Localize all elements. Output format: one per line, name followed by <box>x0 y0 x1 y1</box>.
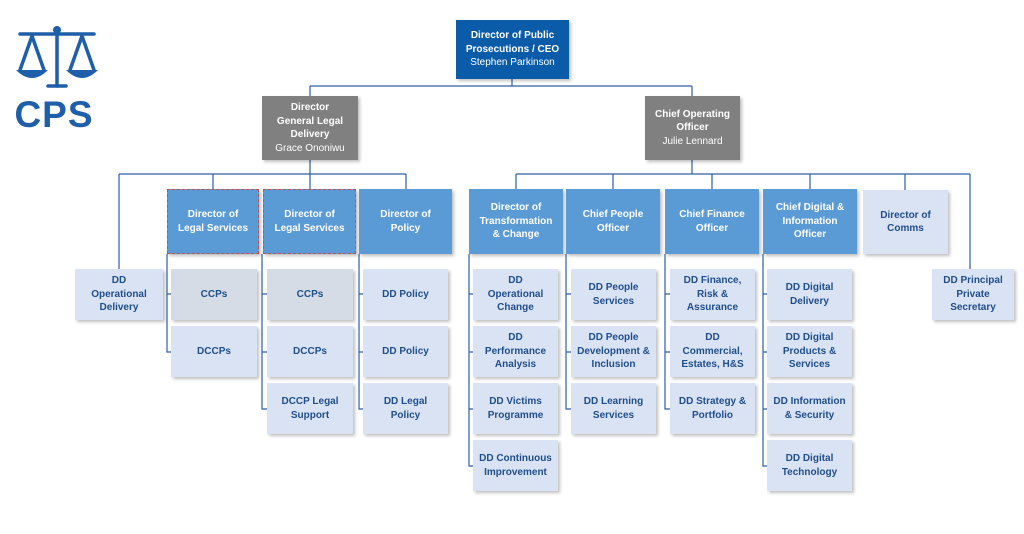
cdio-dd-digital-technology-label: DD Digital Technology <box>781 453 838 478</box>
dls2-dccp-legal-support-label: DCCP Legal Support <box>281 396 339 421</box>
director-comms-title: Director of Comms <box>880 209 931 235</box>
dls2-dd-dccps: DCCPs <box>267 326 353 377</box>
chief-finance-officer-box: Chief Finance Officer <box>665 189 759 254</box>
ceo-name: Stephen Parkinson <box>470 57 555 69</box>
director-comms-box: Director of Comms <box>863 190 948 254</box>
policy-dd-policy-1: DD Policy <box>363 269 448 320</box>
dls1-dd-ccps-label: CCPs <box>200 288 228 300</box>
director-legal-services-2-title: Director of Legal Services <box>274 209 345 234</box>
connector-coo <box>515 160 971 269</box>
connector-dls1 <box>166 254 171 353</box>
coo-box: Chief Operating Officer Julie Lennard <box>645 96 740 160</box>
dg-legal-title: Director General Legal Delivery <box>276 102 344 140</box>
chief-people-officer-title: Chief People Officer <box>582 209 644 234</box>
tc-dd-victims-programme-label: DD Victims Programme <box>487 396 544 421</box>
cpo-dd-people-development-label: DD People Development & Inclusion <box>577 332 650 371</box>
director-legal-services-1-box: Director of Legal Services <box>167 189 259 254</box>
dg-legal-delivery-box: Director General Legal Delivery Grace On… <box>262 96 358 160</box>
connector-ceo <box>309 79 693 96</box>
cdio-dd-information-security-label: DD Information & Security <box>773 396 846 421</box>
dd-operational-delivery-box: DD Operational Delivery <box>75 269 163 320</box>
dls2-dccp-legal-support: DCCP Legal Support <box>267 383 353 434</box>
connector-finance <box>664 254 670 410</box>
cdio-dd-digital-products: DD Digital Products & Services <box>767 326 852 377</box>
dls1-dd-dccps: DCCPs <box>171 326 257 377</box>
cpo-dd-people-services: DD People Services <box>571 269 656 320</box>
cfo-dd-commercial-estates: DD Commercial, Estates, H&S <box>670 326 755 377</box>
chief-digital-officer-title: Chief Digital & Information Officer <box>775 202 845 241</box>
chief-finance-officer-title: Chief Finance Officer <box>679 209 745 234</box>
dls2-dd-ccps-label: CCPs <box>296 288 324 300</box>
ceo-title: Director of Public Prosecutions / CEO <box>465 30 560 55</box>
dls2-dd-ccps: CCPs <box>267 269 353 320</box>
cpo-dd-learning-services: DD Learning Services <box>571 383 656 434</box>
cpo-dd-people-services-label: DD People Services <box>588 282 639 307</box>
connector-dls2 <box>261 254 267 410</box>
dd-principal-private-secretary-label: DD Principal Private Secretary <box>943 275 1003 314</box>
connector-dg-legal <box>118 160 407 269</box>
director-legal-services-1-title: Director of Legal Services <box>177 209 249 234</box>
ceo-box: Director of Public Prosecutions / CEO St… <box>456 20 569 79</box>
connector-digital <box>762 254 767 467</box>
dls1-dd-ccps: CCPs <box>171 269 257 320</box>
tc-dd-continuous-improvement: DD Continuous Improvement <box>473 440 558 491</box>
connector-transformation <box>468 254 473 467</box>
chief-digital-officer-box: Chief Digital & Information Officer <box>763 189 857 254</box>
tc-dd-performance-analysis-label: DD Performance Analysis <box>484 332 547 371</box>
cdio-dd-digital-delivery-label: DD Digital Delivery <box>785 282 834 307</box>
tc-dd-victims-programme: DD Victims Programme <box>473 383 558 434</box>
cdio-dd-digital-delivery: DD Digital Delivery <box>767 269 852 320</box>
connector-people <box>565 254 571 410</box>
cdio-dd-digital-technology: DD Digital Technology <box>767 440 852 491</box>
policy-dd-legal-policy: DD Legal Policy <box>363 383 448 434</box>
cfo-dd-strategy-portfolio-label: DD Strategy & Portfolio <box>678 396 747 421</box>
policy-dd-legal-policy-label: DD Legal Policy <box>383 396 428 421</box>
scales-of-justice-icon <box>16 26 98 88</box>
tc-dd-performance-analysis: DD Performance Analysis <box>473 326 558 377</box>
cpo-dd-learning-services-label: DD Learning Services <box>583 396 644 421</box>
coo-name: Julie Lennard <box>662 135 723 147</box>
tc-dd-operational-change: DD Operational Change <box>473 269 558 320</box>
director-transformation-title: Director of Transformation & Change <box>479 202 553 241</box>
cfo-dd-finance-risk-label: DD Finance, Risk & Assurance <box>683 275 742 314</box>
director-legal-services-2-box: Director of Legal Services <box>263 189 356 254</box>
coo-title: Chief Operating Officer <box>654 108 730 134</box>
policy-dd-policy-2: DD Policy <box>363 326 448 377</box>
dd-operational-delivery-label: DD Operational Delivery <box>91 275 147 314</box>
director-policy-box: Director of Policy <box>359 189 452 254</box>
cfo-dd-commercial-estates-label: DD Commercial, Estates, H&S <box>681 332 744 371</box>
chief-people-officer-box: Chief People Officer <box>566 189 660 254</box>
cdio-dd-digital-products-label: DD Digital Products & Services <box>782 332 837 371</box>
director-policy-title: Director of Policy <box>380 209 431 234</box>
tc-dd-operational-change-label: DD Operational Change <box>487 275 544 314</box>
connector-policy <box>358 254 363 410</box>
cpo-dd-people-development: DD People Development & Inclusion <box>571 326 656 377</box>
cfo-dd-strategy-portfolio: DD Strategy & Portfolio <box>670 383 755 434</box>
cdio-dd-information-security: DD Information & Security <box>767 383 852 434</box>
dls2-dd-dccps-label: DCCPs <box>293 345 327 357</box>
cfo-dd-finance-risk: DD Finance, Risk & Assurance <box>670 269 755 320</box>
tc-dd-continuous-improvement-label: DD Continuous Improvement <box>479 453 552 478</box>
dd-principal-private-secretary-box: DD Principal Private Secretary <box>932 269 1014 320</box>
policy-dd-policy-1-label: DD Policy <box>382 288 429 300</box>
dls1-dd-dccps-label: DCCPs <box>197 345 231 357</box>
director-transformation-box: Director of Transformation & Change <box>469 189 563 254</box>
cps-logo-text: CPS <box>14 94 94 135</box>
dg-legal-name: Grace Ononiwu <box>275 142 345 154</box>
policy-dd-policy-2-label: DD Policy <box>382 345 429 357</box>
